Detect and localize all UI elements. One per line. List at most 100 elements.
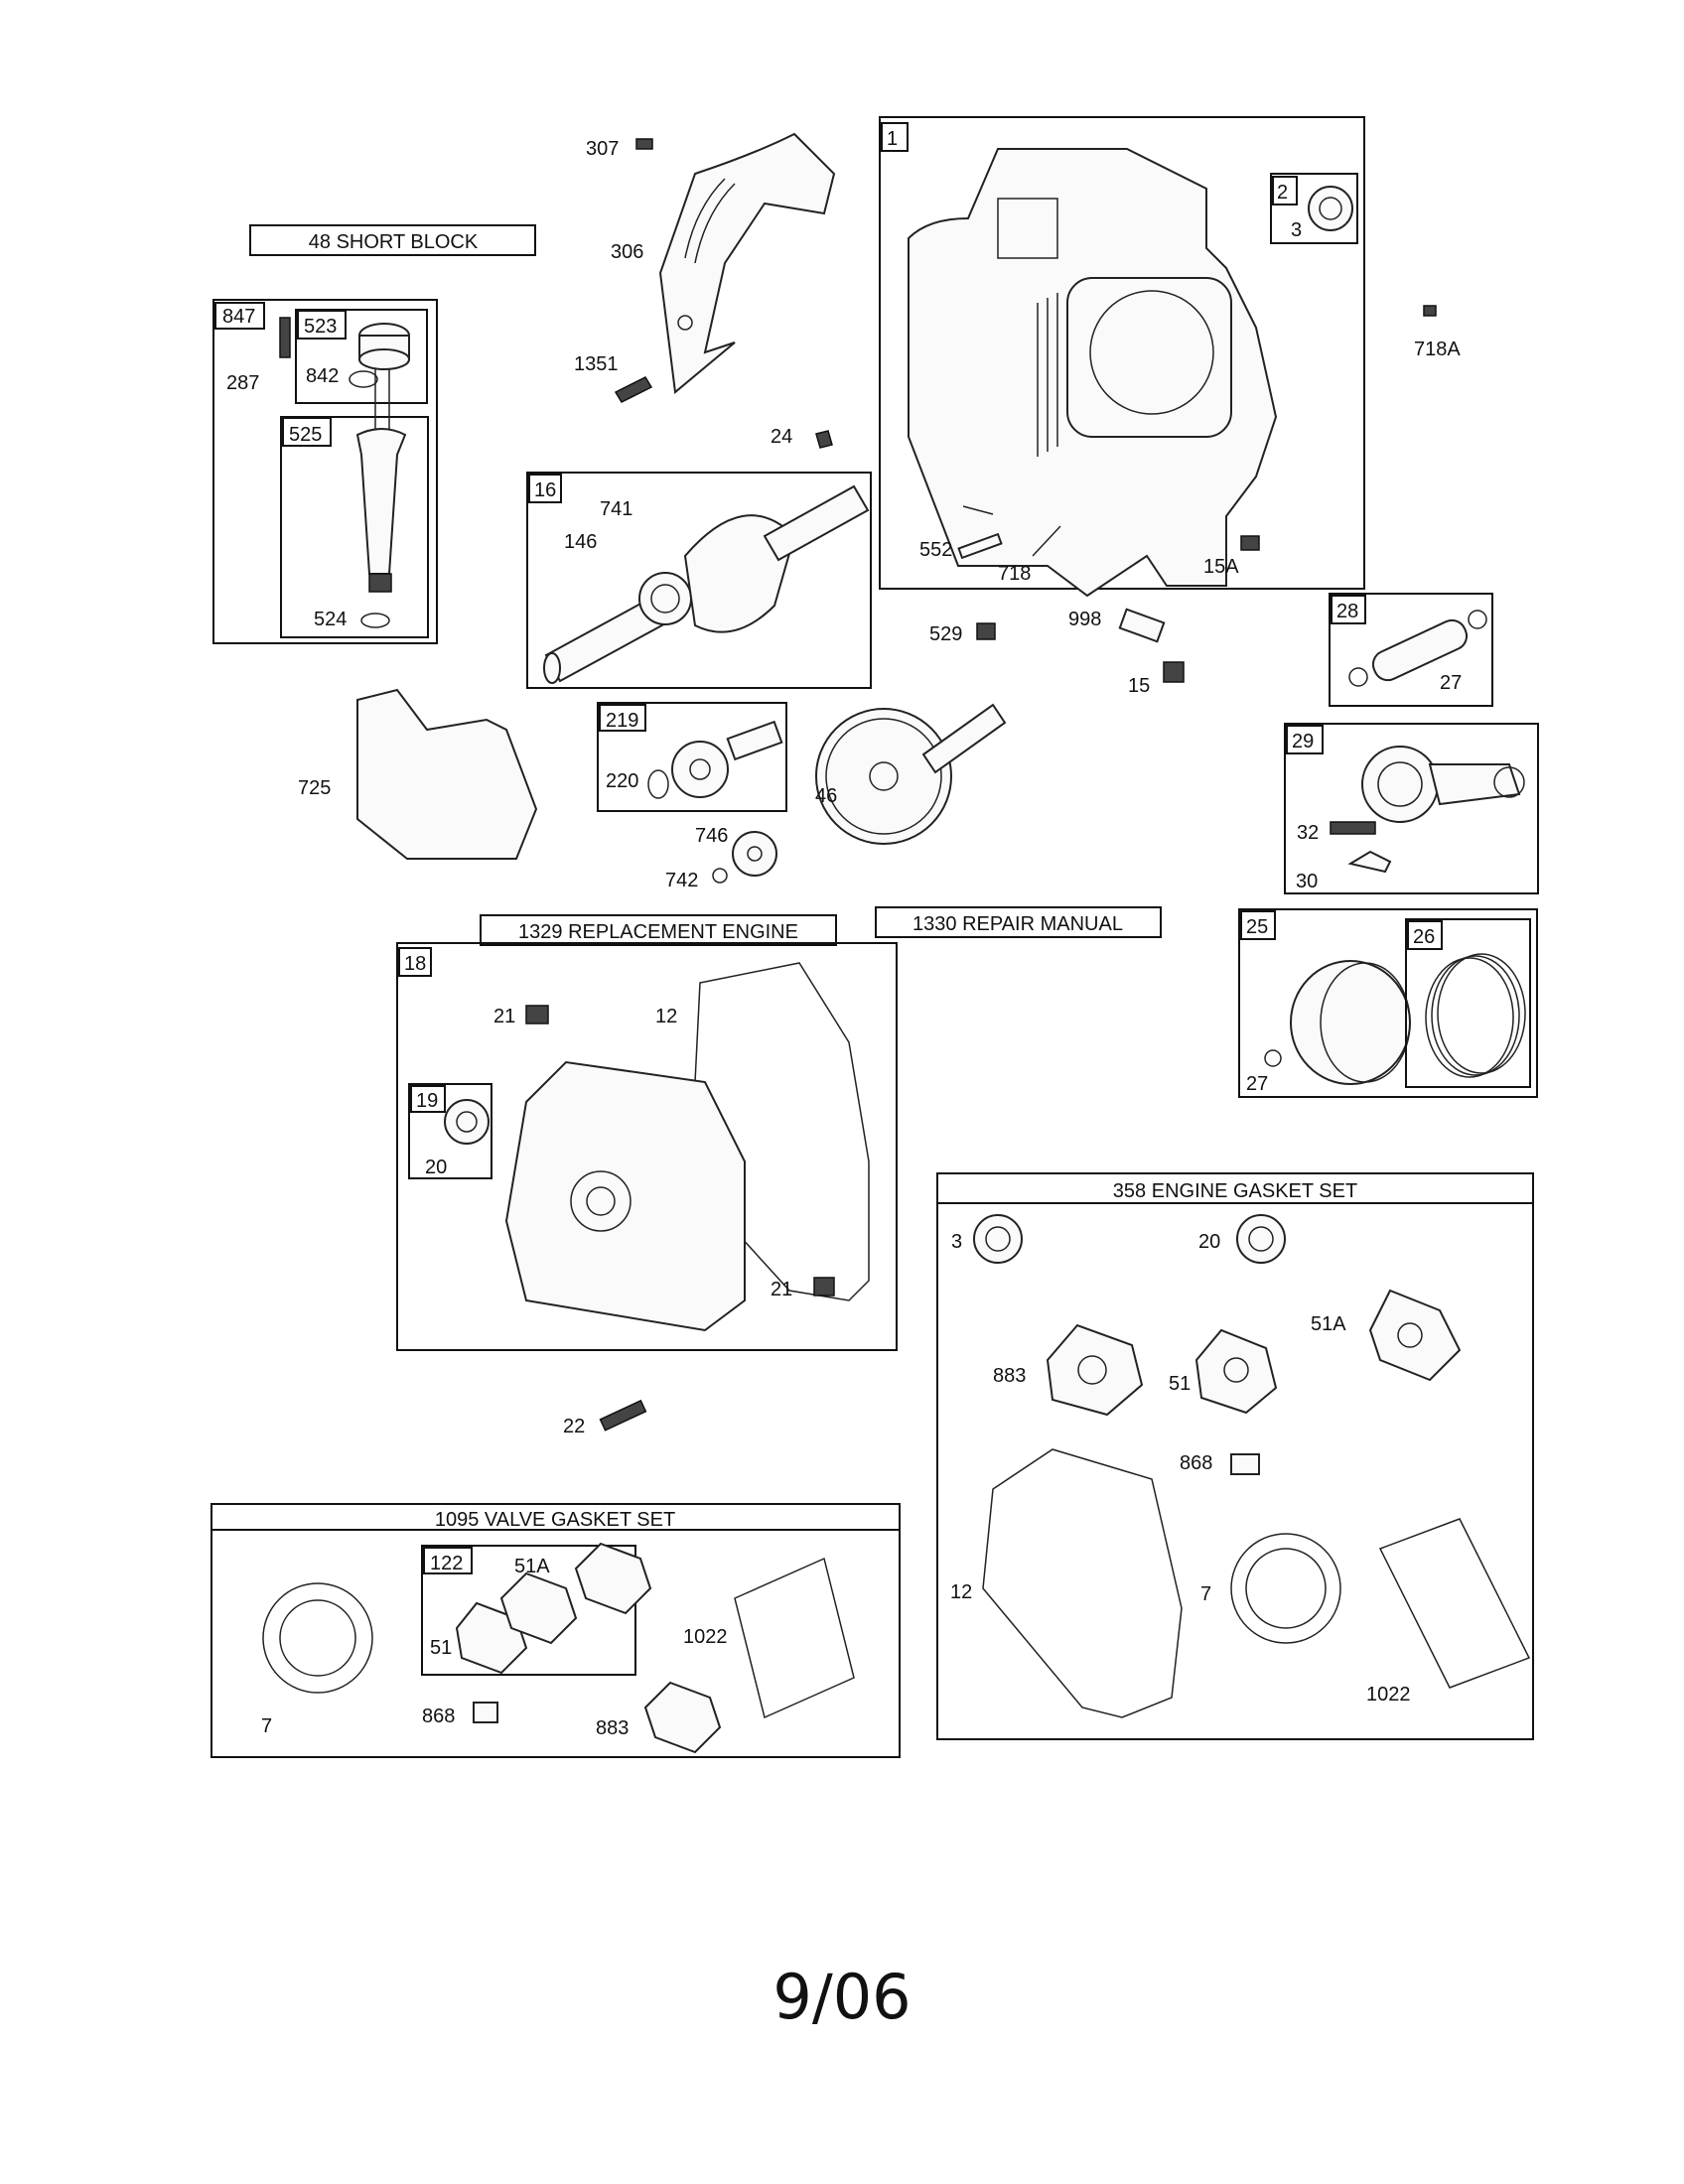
svg-text:868: 868 (1180, 1452, 1212, 1474)
cylinder-block-group: 1 2 3 552 718 15A 718A (879, 116, 1461, 598)
short-block-title: 48 SHORT BLOCK (249, 224, 536, 256)
breather-998-icon (1118, 608, 1166, 643)
head-gasket-v-icon (262, 1582, 373, 1694)
plug-21-top-icon (525, 1005, 549, 1024)
svg-text:15: 15 (1128, 675, 1150, 697)
svg-text:12: 12 (655, 1006, 677, 1027)
svg-text:883: 883 (993, 1365, 1026, 1387)
svg-text:529: 529 (929, 623, 962, 645)
bolt-22-icon (599, 1399, 647, 1432)
seal-868-v-icon (473, 1702, 498, 1723)
head-gasket-icon (1230, 1533, 1341, 1644)
cover-725-icon (356, 688, 538, 860)
svg-text:742: 742 (665, 870, 698, 891)
screw-307-icon (635, 138, 653, 150)
nut-529-icon (976, 622, 996, 640)
svg-text:25: 25 (1246, 916, 1268, 938)
piston-pin-group: 28 27 (1329, 593, 1493, 707)
svg-text:718A: 718A (1414, 339, 1461, 360)
stud-1351-icon (614, 376, 653, 403)
bolt-22: 22 (563, 1399, 647, 1437)
svg-text:27: 27 (1246, 1073, 1268, 1095)
svg-text:725: 725 (298, 777, 331, 799)
crankcase-cover-group: 18 21 12 19 20 21 (396, 942, 898, 1351)
gasket-883-icon (1046, 1323, 1144, 1417)
camshaft-gear-icon (815, 708, 952, 845)
svg-text:1351: 1351 (574, 353, 619, 375)
svg-text:523: 523 (304, 316, 337, 338)
svg-text:525: 525 (289, 424, 322, 446)
svg-text:19: 19 (416, 1090, 438, 1112)
bolt-32-icon (1330, 821, 1376, 835)
svg-text:29: 29 (1292, 731, 1314, 752)
valve-gasket-set-group: 1095 VALVE GASKET SET 7 122 51A 51 1022 … (210, 1503, 901, 1758)
svg-text:883: 883 (596, 1717, 629, 1739)
svg-text:21: 21 (493, 1006, 515, 1027)
svg-text:219: 219 (606, 710, 638, 732)
governor-gear-icon (671, 741, 729, 798)
svg-text:24: 24 (771, 426, 792, 448)
seal-2-icon (1308, 186, 1353, 231)
svg-text:51A: 51A (1311, 1313, 1346, 1335)
svg-text:847: 847 (222, 306, 255, 328)
svg-text:306: 306 (611, 241, 643, 263)
svg-text:15A: 15A (1203, 556, 1239, 578)
dipper-30-icon (1347, 850, 1392, 874)
svg-text:1329 REPLACEMENT ENGINE: 1329 REPLACEMENT ENGINE (518, 921, 798, 943)
plug-21-bottom-icon (813, 1277, 835, 1297)
seal-868-icon (1230, 1453, 1260, 1475)
piston-icon (1290, 960, 1411, 1085)
svg-text:3: 3 (951, 1231, 962, 1253)
crankshaft-group: 16 741 146 (526, 472, 872, 689)
svg-text:3: 3 (1291, 219, 1302, 241)
svg-text:998: 998 (1068, 609, 1101, 630)
svg-text:1330 REPAIR MANUAL: 1330 REPAIR MANUAL (912, 913, 1123, 935)
svg-text:20: 20 (425, 1157, 447, 1178)
svg-text:1022: 1022 (1366, 1684, 1411, 1706)
valve-cover-gasket-v-icon (734, 1557, 855, 1719)
svg-text:220: 220 (606, 770, 638, 792)
svg-text:46: 46 (815, 785, 837, 807)
dowel-718A-icon (1423, 305, 1437, 317)
gasket-883-v-icon (643, 1681, 722, 1754)
gasket-51A-icon (1368, 1289, 1462, 1382)
svg-text:307: 307 (586, 138, 619, 160)
seal-19-icon (444, 1099, 490, 1145)
cam-group: 725 219 220 46 746 742 (298, 688, 1007, 891)
svg-text:524: 524 (314, 609, 347, 630)
crank-gear-icon (638, 572, 692, 625)
svg-text:30: 30 (1296, 871, 1318, 892)
valve-cover-gasket-icon (1378, 1518, 1531, 1689)
svg-text:51: 51 (430, 1637, 452, 1659)
svg-text:718: 718 (998, 563, 1031, 585)
cover-gasket-12-icon (982, 1448, 1183, 1718)
svg-text:16: 16 (534, 479, 556, 501)
plug-15A-icon (1240, 535, 1260, 551)
crankcase-cover-icon (504, 1060, 746, 1332)
svg-text:842: 842 (306, 365, 339, 387)
svg-text:552: 552 (919, 539, 952, 561)
seal-20-icon (1236, 1214, 1286, 1264)
key-24-icon (815, 430, 833, 449)
svg-text:746: 746 (695, 825, 728, 847)
svg-text:22: 22 (563, 1416, 585, 1437)
gear-746-icon (732, 831, 777, 877)
plug-15-icon (1163, 661, 1185, 683)
svg-text:27: 27 (1440, 672, 1462, 694)
dowel-552-icon (957, 532, 1003, 560)
svg-text:21: 21 (771, 1279, 792, 1300)
svg-text:358 ENGINE GASKET SET: 358 ENGINE GASKET SET (1113, 1180, 1357, 1202)
svg-text:12: 12 (950, 1581, 972, 1603)
gasket-51-icon (1194, 1328, 1278, 1415)
repair-manual-title: 1330 REPAIR MANUAL (875, 906, 1162, 938)
bolt-287-icon (279, 317, 291, 358)
svg-text:18: 18 (404, 953, 426, 975)
seal-3-icon (973, 1214, 1023, 1264)
o-ring-icon (349, 370, 378, 388)
replacement-engine-title: 1329 REPLACEMENT ENGINE (480, 914, 837, 946)
oil-tube-icon (355, 428, 407, 575)
svg-text:1: 1 (887, 128, 898, 150)
svg-text:48 SHORT BLOCK: 48 SHORT BLOCK (309, 231, 479, 253)
oil-fill-group: 847 523 525 287 842 524 (212, 299, 438, 644)
piston-rings-icon (1425, 957, 1514, 1078)
